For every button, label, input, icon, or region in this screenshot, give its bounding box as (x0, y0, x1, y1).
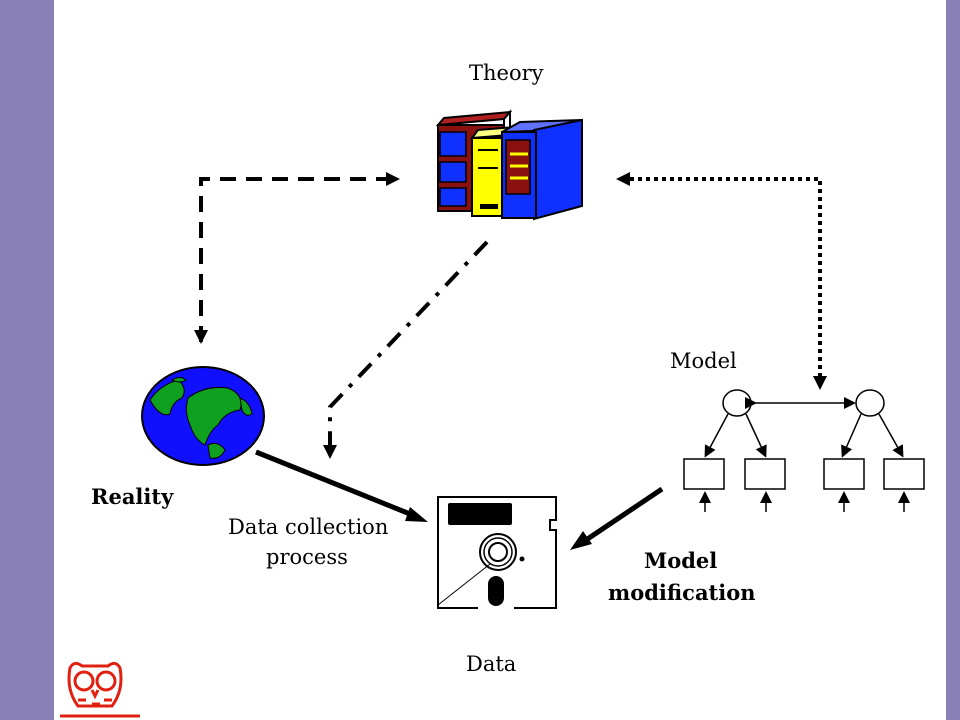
theory-label: Theory (469, 61, 544, 85)
model-label: Model (670, 349, 737, 373)
model-modification-label-line2: modification (608, 580, 756, 605)
path-model-icon (683, 389, 925, 512)
theory-reality-dashed-arrow (194, 172, 400, 344)
data-collection-label-line1: Data collection (228, 515, 389, 539)
theory-model-dotted-arrow (616, 172, 827, 390)
model-data-arrow (570, 486, 664, 550)
data-collection-label-line2: process (266, 545, 348, 569)
data-label: Data (466, 652, 517, 676)
reality-data-arrow (255, 449, 428, 522)
reality-label: Reality (91, 484, 174, 509)
model-modification-label-line1: Model (644, 548, 718, 573)
books-icon (435, 109, 583, 221)
floppy-disk-icon (437, 496, 557, 610)
owl-logo-icon (60, 661, 140, 718)
theory-data-dashdot-arrow (323, 240, 489, 459)
globe-icon (141, 366, 265, 466)
